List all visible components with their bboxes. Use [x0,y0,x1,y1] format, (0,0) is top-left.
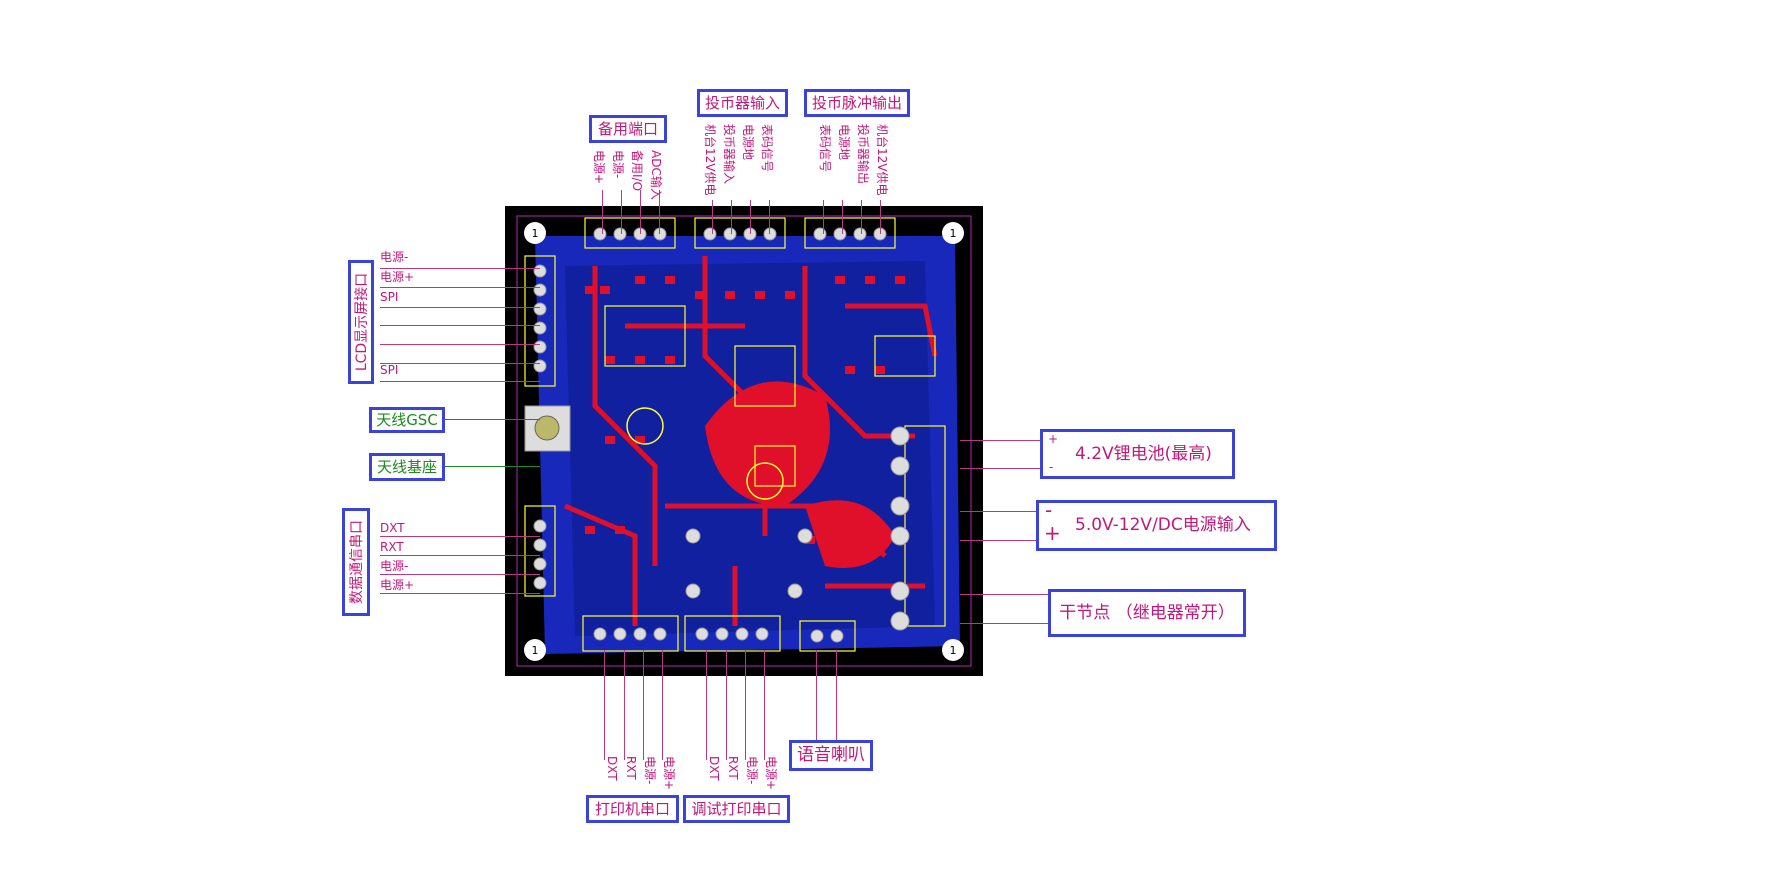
dry-contact-title: 干节点 （继电器常开） [1048,589,1246,637]
pin-label: 电源- [745,756,759,785]
coin-input-title: 投币器输入 [697,89,788,117]
pin-label: 电源+ [662,756,676,791]
antenna-base-title: 天线基座 [369,453,445,481]
pin-label: 电源- [611,150,625,179]
pin-label: SPI [380,363,399,377]
mount-hole-label: 1 [950,227,957,240]
mount-hole-label: 1 [532,227,539,240]
speaker-title: 语音喇叭 [789,740,873,771]
pin-label: 投币器输出 [856,124,870,185]
dc-minus: - [1045,498,1053,522]
pin-label: ADC输入 [649,150,663,200]
pin-label: 投币器输入 [722,124,736,185]
pin-label: RXT [380,540,404,554]
pin-label: 电源+ [592,150,606,185]
pin-label: 电源+ [380,270,415,284]
mount-hole-label: 1 [950,644,957,657]
pin-label: 机台12V供电 [703,124,717,196]
pin-label: SPI [380,290,399,304]
pin-label: 电源地 [837,124,851,161]
battery-title: 4.2V锂电池(最高) [1040,429,1235,479]
battery-plus: + [1048,432,1059,446]
mount-hole-label: 1 [532,644,539,657]
pin-label: DXT [707,756,721,781]
dc-plus: + [1044,521,1061,545]
pcb-board: 1 1 1 1 [505,206,983,676]
pin-label: DXT [380,521,405,535]
pin-label: 电源- [380,250,409,264]
pin-label: 电源- [643,756,657,785]
printer-serial-title: 打印机串口 [586,795,679,823]
pin-label: 电源+ [380,578,415,592]
debug-print-serial-title: 调试打印串口 [683,795,790,823]
antenna-gsc-title: 天线GSC [369,407,445,433]
pin-label: 机台12V供电 [875,124,889,196]
dc-input-title: 5.0V-12V/DC电源输入 [1036,500,1277,551]
pin-label: DXT [605,756,619,781]
data-serial-title: 数据通信串口 [342,508,370,616]
pin-label: 表码信号 [818,124,832,173]
lcd-port-title: LCD显示屏接口 [348,260,374,384]
pin-label: 电源- [380,559,409,573]
pin-label: 备用I/O [630,150,644,192]
spare-port-title: 备用端口 [589,115,667,143]
pin-label: RXT [624,756,638,780]
coin-pulse-output-title: 投币脉冲输出 [804,89,910,117]
pin-label: 电源地 [741,124,755,161]
pin-label: RXT [726,756,740,780]
pin-label: 电源+ [764,756,778,791]
pin-label: 表码信号 [760,124,774,173]
battery-minus: - [1049,460,1054,474]
